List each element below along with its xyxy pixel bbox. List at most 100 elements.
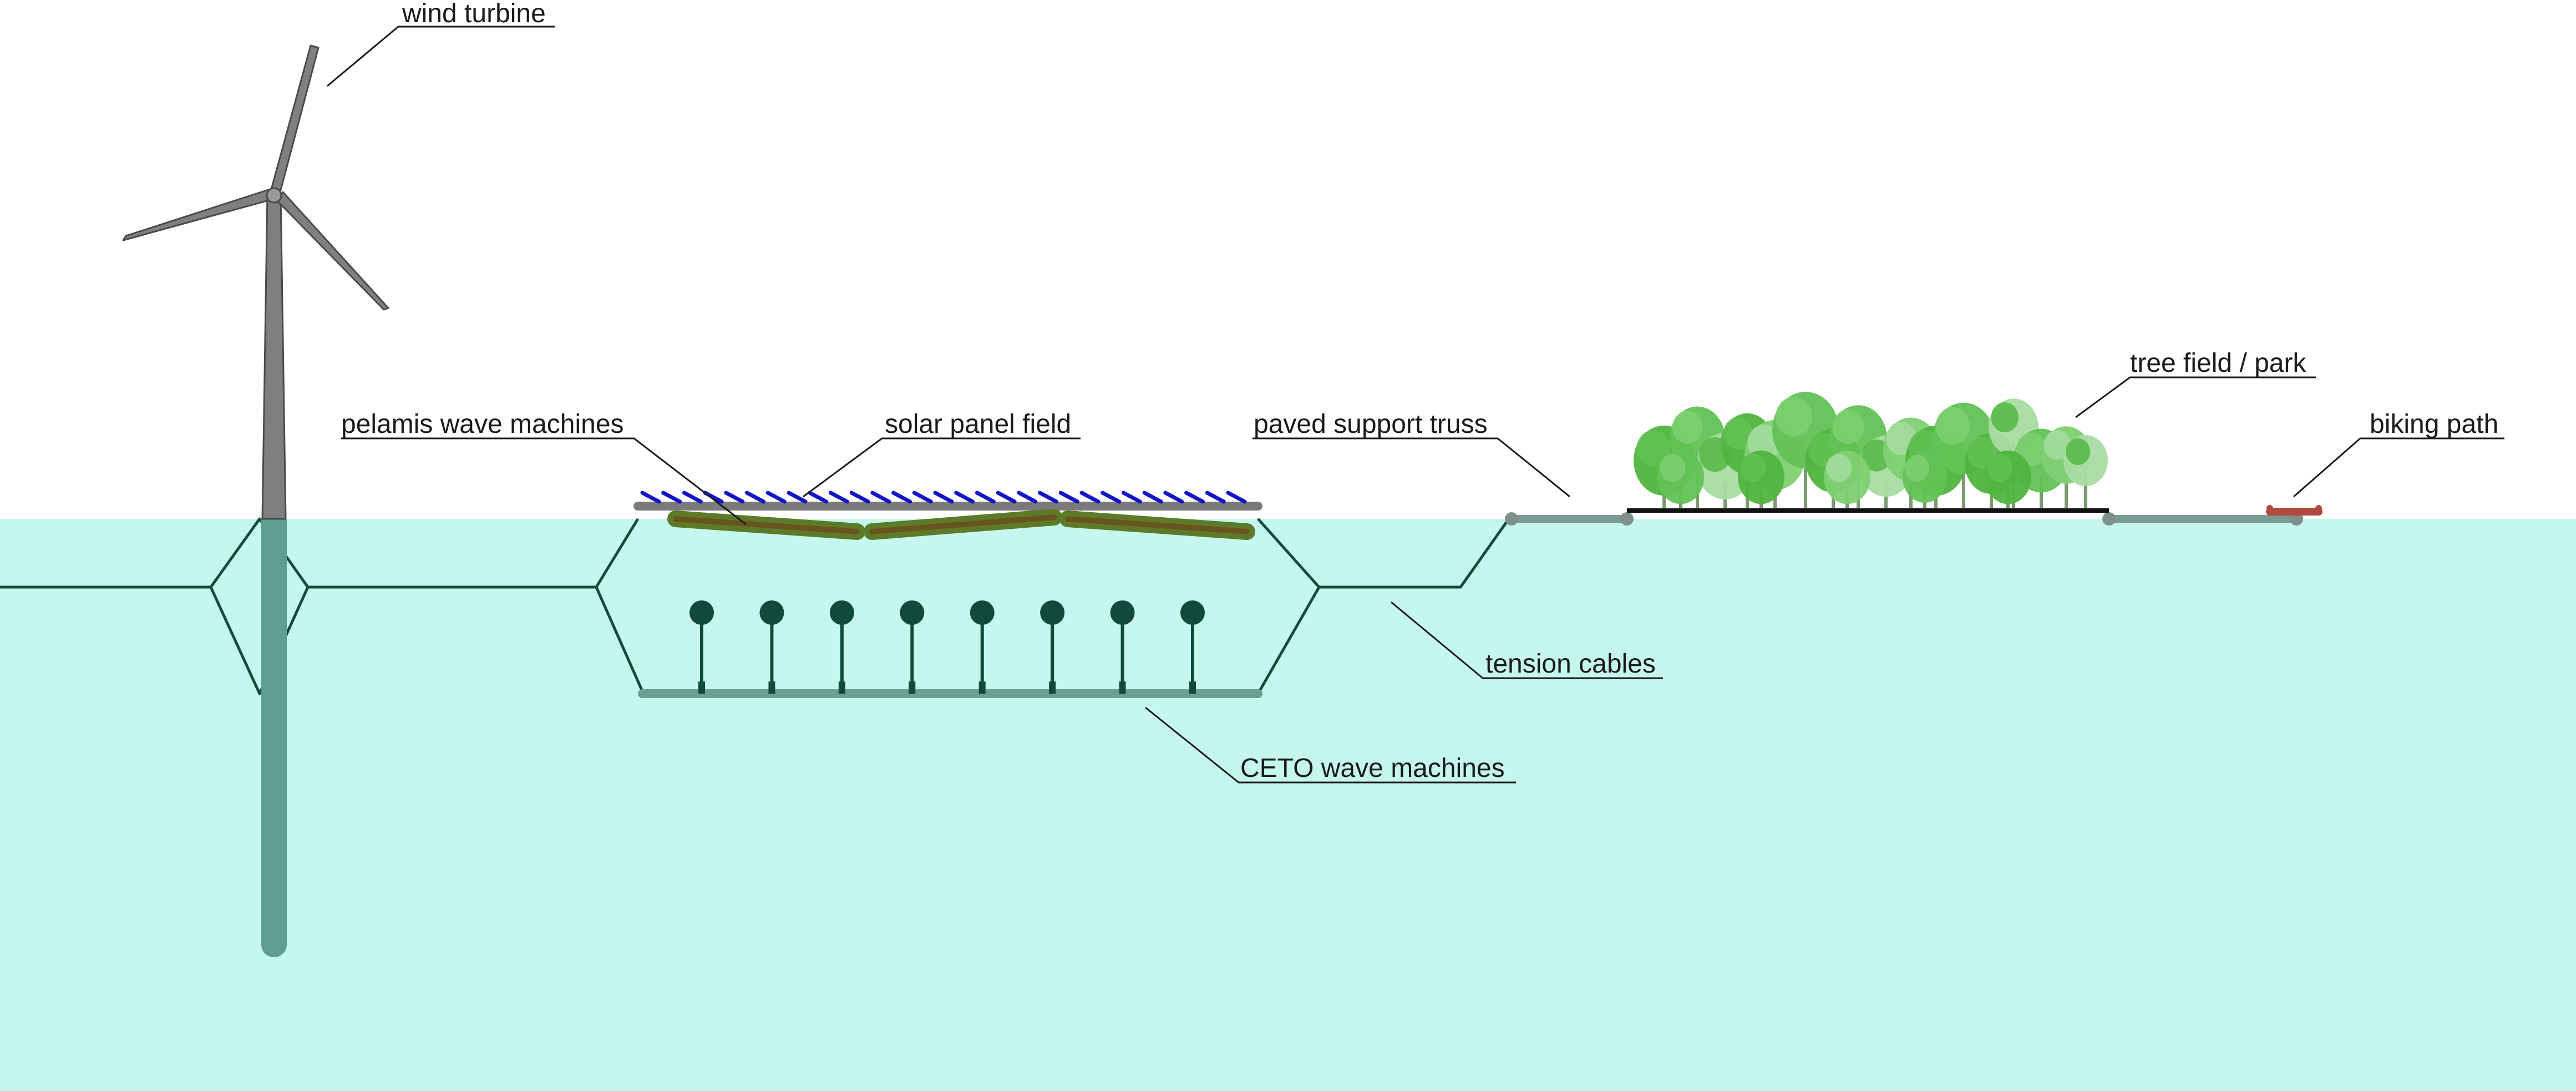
solar-panel	[808, 491, 829, 504]
ceto-pump	[1189, 681, 1196, 694]
solar-panel	[787, 491, 808, 504]
ceto-buoy	[689, 600, 714, 625]
solar-panel	[975, 491, 996, 504]
ceto-pump	[768, 681, 775, 694]
tree-canopy-highlight	[1832, 410, 1864, 445]
cable-turbine-lower	[209, 586, 310, 695]
tree-trunk	[1962, 455, 1965, 508]
solar-panel	[870, 491, 891, 504]
solar-panel	[1058, 491, 1079, 504]
solar-panel	[1184, 491, 1205, 504]
label-solar-panel-field: solar panel field	[885, 410, 1071, 439]
biking-path-post	[2266, 505, 2273, 512]
solar-panel	[1017, 491, 1038, 504]
tree-canopy-highlight	[1672, 411, 1703, 444]
solar-panel	[933, 491, 954, 504]
ceto-pump	[1049, 681, 1056, 694]
tree	[1657, 450, 1704, 508]
ceto-wave-machine	[829, 600, 854, 694]
leader-paved-truss	[1252, 437, 1570, 498]
tree-canopy-highlight	[1987, 454, 2013, 482]
tree-canopy-highlight	[1660, 454, 1686, 482]
ceto-pump	[978, 681, 986, 694]
ceto-wave-machine	[1040, 600, 1065, 694]
solar-panel	[1142, 491, 1163, 504]
ceto-buoy	[759, 600, 784, 625]
solar-panel	[724, 491, 745, 504]
ceto-pump	[909, 681, 916, 694]
label-pelamis: pelamis wave machines	[341, 410, 624, 439]
leader-pelamis	[341, 437, 747, 526]
tree-canopy-highlight	[2066, 438, 2090, 465]
solar-panel	[1079, 491, 1101, 504]
leader-ceto	[1145, 706, 1516, 784]
tree	[1824, 450, 1870, 508]
solar-panel	[912, 491, 933, 504]
tree-canopy-highlight	[1723, 417, 1753, 449]
wind-turbine	[122, 44, 389, 957]
cable-platform-right	[1257, 518, 1510, 589]
tree-canopy-highlight	[1636, 430, 1670, 467]
tree-trunk	[2084, 473, 2087, 508]
ceto-wave-machine	[1110, 600, 1135, 694]
ceto-buoy	[1040, 600, 1065, 625]
turbine-blade-up	[270, 44, 320, 195]
solar-panel	[745, 491, 766, 504]
truss-node	[1505, 512, 1518, 526]
label-wind-turbine: wind turbine	[402, 0, 546, 28]
ceto-pump	[1119, 681, 1126, 694]
solar-panel	[1101, 491, 1122, 504]
tree-field-park	[1634, 392, 2108, 508]
tree-canopy-highlight	[1740, 454, 1766, 482]
tree	[2063, 435, 2108, 508]
pelamis-segment	[869, 514, 1057, 534]
solar-panel	[682, 491, 703, 504]
solar-panel	[1226, 491, 1247, 504]
cable-platform-left-lower	[595, 586, 645, 695]
labels: wind turbine pelamis wave machines solar…	[341, 0, 2498, 783]
tree-canopy-highlight	[1905, 455, 1929, 482]
tension-cables	[0, 517, 1510, 695]
ceto-pump	[838, 681, 845, 694]
turbine-tower	[261, 193, 287, 520]
ceto-buoy	[829, 600, 854, 625]
ceto-buoy	[1180, 600, 1205, 625]
ceto-buoy	[900, 600, 925, 625]
tree-canopy-highlight	[2043, 430, 2071, 460]
label-ceto: CETO wave machines	[1240, 754, 1505, 783]
cable-platform-right-lower	[1256, 586, 1321, 695]
tree-canopy-highlight	[1776, 397, 1812, 437]
ceto-wave-machine	[970, 600, 995, 694]
tree-trunk	[2065, 468, 2068, 508]
solar-panel-field	[640, 491, 1247, 504]
pelamis-segment	[1065, 516, 1250, 534]
ceto-wave-machine	[759, 600, 784, 694]
ceto-wave-machine	[1180, 600, 1205, 694]
label-biking-path: biking path	[2370, 410, 2498, 439]
pelamis-wave-machines	[667, 509, 1255, 540]
park-island	[1505, 392, 2323, 526]
biking-path	[2266, 505, 2323, 516]
ceto-pump	[698, 681, 705, 694]
truss-node	[1620, 512, 1634, 526]
pelamis-segment	[673, 516, 860, 534]
sea-water	[0, 519, 2576, 1091]
ceto-wave-machines	[689, 600, 1205, 694]
solar-panel	[849, 491, 870, 504]
tree	[1985, 450, 2031, 508]
label-paved-support-truss: paved support truss	[1254, 410, 1488, 439]
tree-canopy-highlight	[1991, 402, 2019, 432]
tree-canopy-highlight	[1826, 454, 1852, 482]
biking-path-post	[2315, 505, 2322, 512]
ceto-buoy	[1110, 600, 1135, 625]
solar-panel	[1163, 491, 1184, 504]
leader-tension-cables	[1391, 601, 1663, 679]
ceto-wave-machine	[900, 600, 925, 694]
solar-panel	[765, 491, 787, 504]
solar-panel	[1038, 491, 1059, 504]
turbine-blade-left	[122, 188, 273, 241]
turbine-hub	[266, 187, 282, 204]
solar-panel	[954, 491, 975, 504]
leader-biking-path	[2293, 437, 2504, 498]
